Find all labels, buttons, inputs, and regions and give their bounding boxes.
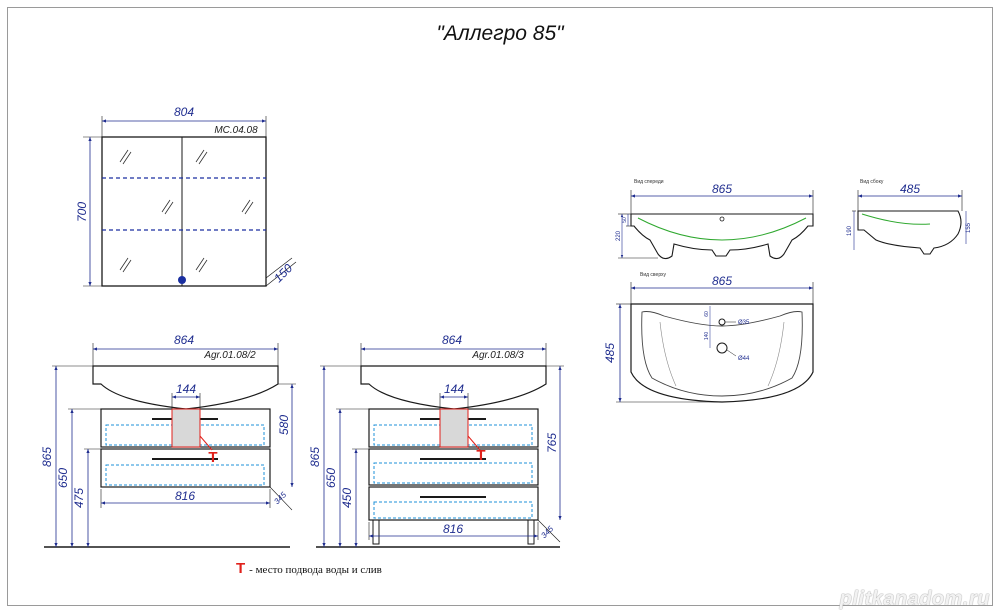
mirror-depth-label: 150 <box>271 261 295 285</box>
cabinet-left-height-475: 475 <box>72 488 86 508</box>
watermark: plitkanadom.ru <box>839 588 990 610</box>
drawer-inner <box>105 464 265 486</box>
drawer-middle <box>368 448 539 486</box>
tap-hole-icon <box>718 318 726 326</box>
sink-top-dim-a: 60 <box>704 311 710 317</box>
cabinet-right-height-450: 450 <box>340 488 354 508</box>
drawer-bottom <box>100 448 271 488</box>
sink-inner-curve <box>861 213 931 225</box>
sink-front-caption: Вид спереди <box>634 179 664 185</box>
drawer-inner <box>373 501 533 519</box>
sink-side-drawing <box>852 190 967 255</box>
cabinet-right-cutout: 144 <box>444 382 464 396</box>
cabinet-left-cutout: 144 <box>176 382 196 396</box>
legend: T- место подвода воды и слив <box>236 560 382 577</box>
sink-side-caption: Вид сбоку <box>860 179 884 185</box>
plumbing-cutout <box>439 408 469 448</box>
cabinet-right-bottom-width: 816 <box>443 522 463 536</box>
cabinet-right-depth: 345 <box>539 524 555 540</box>
drawer-inner <box>373 462 533 484</box>
cabinet-right-height-650: 650 <box>324 468 338 488</box>
cabinet-right-drawing: T <box>316 343 564 548</box>
cabinet-left-height-580: 580 <box>277 415 291 435</box>
drawer-bottom <box>368 486 539 521</box>
sink-side-outline <box>857 210 962 255</box>
sink-front-width: 865 <box>712 182 732 196</box>
cabinet-left-height-total: 865 <box>40 447 54 467</box>
sink-front-outline <box>630 213 814 260</box>
glass-hatch-marks <box>119 149 254 273</box>
cabinet-left-code: Agr.01.08/2 <box>203 350 256 361</box>
mirror-light-icon <box>178 276 186 284</box>
cabinet-right-height-765: 765 <box>545 433 559 453</box>
sink-top-caption: Вид сверху <box>640 272 667 278</box>
sink-front-drawing <box>618 190 814 260</box>
sink-front-height-rim: 50 <box>622 217 628 223</box>
sink-bowl-outline <box>641 311 803 397</box>
cabinet-left-height-650: 650 <box>56 468 70 488</box>
sheet-frame <box>7 7 993 606</box>
sink-side-height-right: 155 <box>966 222 972 233</box>
sink-top-width: 865 <box>712 274 732 288</box>
sink-side-width: 485 <box>900 182 920 196</box>
sink-inner-curve <box>637 217 807 241</box>
drain-hole-diameter: Ø44 <box>738 356 750 362</box>
sink-top-drawing <box>616 282 814 403</box>
cabinet-right-width: 864 <box>442 333 462 347</box>
mirror-code-label: MC.04.08 <box>214 125 258 136</box>
sink-side-height-left: 190 <box>847 225 853 236</box>
cabinet-left-bottom-width: 816 <box>175 489 195 503</box>
cabinet-leg <box>527 519 535 545</box>
legend-symbol: T <box>236 560 246 577</box>
drawing-title: "Аллегро 85" <box>436 22 564 45</box>
tap-hole <box>719 216 725 222</box>
sink-top-depth: 485 <box>603 343 617 363</box>
mirror-width-label: 804 <box>174 105 194 119</box>
sink-front-height-total: 220 <box>616 230 622 241</box>
water-connection-marker: T <box>208 449 217 466</box>
mirror-height-label: 700 <box>75 202 89 222</box>
cabinet-right-height-total: 865 <box>308 447 322 467</box>
sink-top-dim-b: 140 <box>704 332 710 341</box>
cabinet-left-width: 864 <box>174 333 194 347</box>
water-connection-marker: T <box>476 447 485 464</box>
plumbing-cutout <box>171 408 201 448</box>
cabinet-left-drawing: T <box>44 343 296 548</box>
legend-text: - место подвода воды и слив <box>249 564 382 576</box>
cabinet-leg <box>372 519 380 545</box>
mirror-drawing <box>83 116 297 287</box>
tap-hole-diameter: Ø35 <box>738 320 750 326</box>
cabinet-right-code: Agr.01.08/3 <box>471 350 524 361</box>
sink-top-outline <box>630 303 814 403</box>
drain-hole-icon <box>716 342 728 354</box>
mirror-outline <box>101 136 267 287</box>
